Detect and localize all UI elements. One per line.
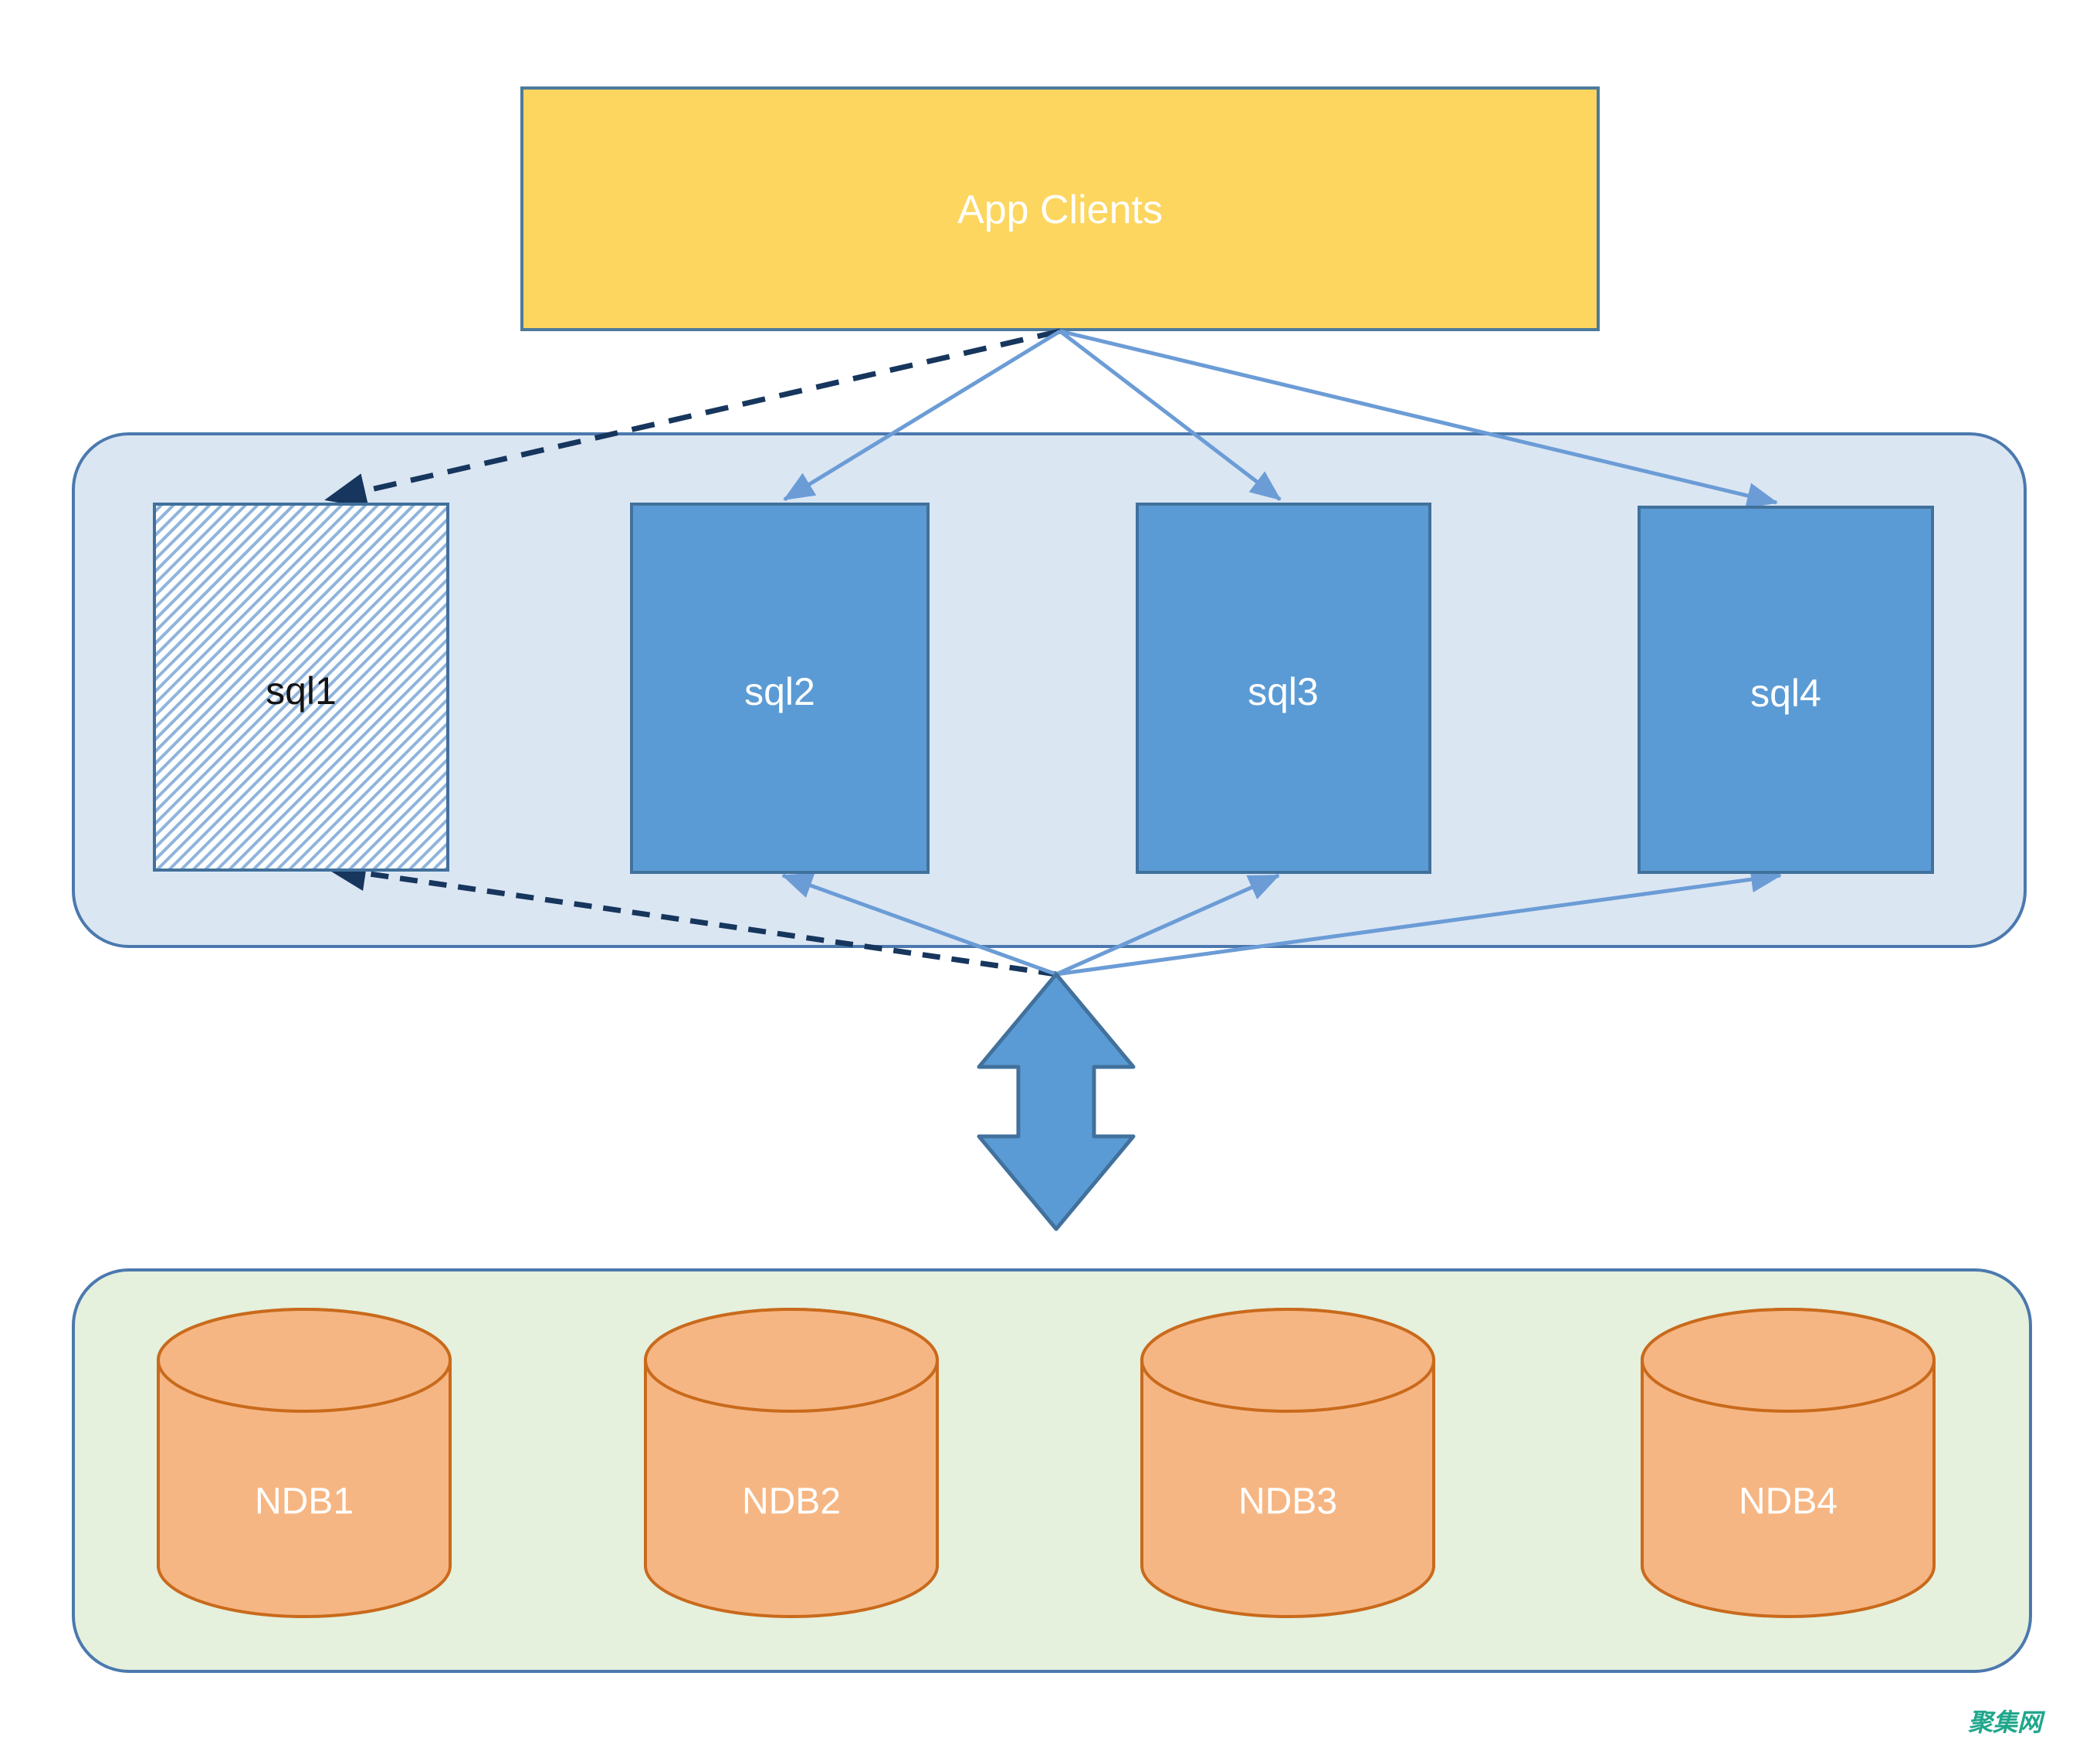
client-to-sql2-arrow (783, 329, 1062, 502)
ndb4-cylinder-top (1641, 1308, 1936, 1413)
client-to-sql1-arrow (324, 328, 1061, 509)
sql1-node: sql1 (153, 503, 449, 872)
ndb-to-sql2-arrow (781, 872, 1057, 977)
sql-tier-container (72, 432, 2027, 948)
ndb2-node: NDB2 (644, 1308, 939, 1618)
ndb3-label: NDB3 (1238, 1481, 1337, 1522)
ndb1-node: NDB1 (157, 1308, 452, 1618)
ndb4-label: NDB4 (1739, 1481, 1838, 1522)
sql1-box-hatch (153, 503, 449, 872)
sql2-label: sql2 (744, 670, 815, 713)
client-to-sql3-arrow (1058, 330, 1282, 501)
sql3-node: sql3 (1136, 503, 1431, 874)
ndb-to-sql3-arrow (1055, 873, 1280, 977)
ndb1-cylinder-top (157, 1308, 452, 1413)
sql4-node: sql4 (1638, 506, 1934, 874)
sql2-node: sql2 (630, 503, 930, 874)
ndb-to-sql1-arrow (324, 855, 1057, 977)
ndb2-cylinder-top (644, 1308, 939, 1413)
ndb1-label: NDB1 (255, 1481, 354, 1522)
sql-ndb-sync-arrow (977, 972, 1136, 1231)
sql3-box (1136, 503, 1431, 874)
sql2-box (630, 503, 930, 874)
ndb4-node: NDB4 (1641, 1308, 1936, 1618)
sql3-label: sql3 (1248, 670, 1319, 713)
sql4-label: sql4 (1750, 672, 1821, 715)
ndb2-label: NDB2 (742, 1481, 841, 1522)
ndb-to-sql4-arrow (1055, 866, 1782, 977)
sql4-box (1638, 506, 1934, 874)
watermark-text: 聚集网 (1968, 1708, 2046, 1736)
app-clients-box (520, 86, 1600, 331)
app-clients-label: App Clients (957, 188, 1163, 232)
ndb3-node: NDB3 (1140, 1308, 1435, 1618)
ndb3-cylinder-top (1140, 1308, 1435, 1413)
client-to-sql4-arrow (1059, 329, 1778, 509)
ndb-tier-container (72, 1268, 2032, 1673)
sql1-label: sql1 (266, 669, 337, 713)
